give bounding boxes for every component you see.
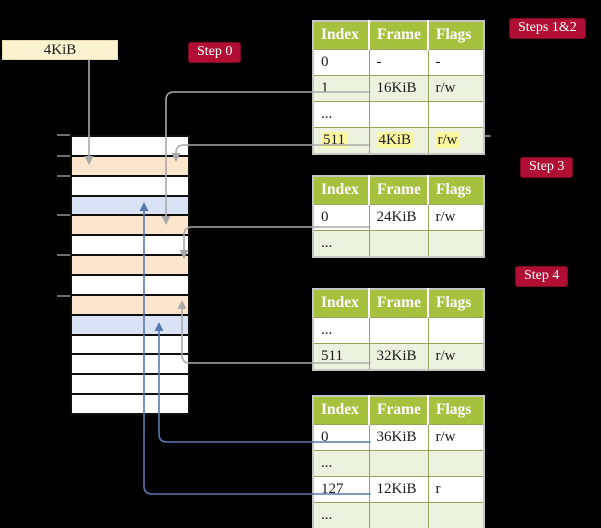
table-row: ... <box>312 317 485 344</box>
table-cell: r/w <box>427 343 485 371</box>
table-cell: r <box>427 476 485 503</box>
memory-frame-row-7 <box>72 276 188 296</box>
table-row: 0-- <box>312 49 485 76</box>
column-header-flags: Flags <box>428 289 484 318</box>
table-cell: 24KiB <box>368 204 429 231</box>
memory-frame-row-4kib <box>72 156 188 177</box>
table-cell: r/w <box>427 75 485 102</box>
column-header-index: Index <box>313 176 370 205</box>
step0-badge: Step 0 <box>188 42 242 63</box>
column-header-index: Index <box>313 396 370 425</box>
table-cell <box>368 502 429 528</box>
table-cell <box>427 101 485 128</box>
column-header-frame: Frame <box>369 289 429 318</box>
memory-frame-row-13 <box>72 395 188 414</box>
table-cell: 36KiB <box>368 424 429 451</box>
table-cell <box>427 230 485 258</box>
memory-frame-row-0 <box>72 137 188 157</box>
table-cell: r/w <box>427 204 485 231</box>
memory-frame-row-16kib <box>72 216 188 237</box>
physical-memory-stack <box>70 135 190 415</box>
memory-frame-row-12kib <box>72 196 188 217</box>
table-cell: ... <box>312 230 370 258</box>
memory-ticks <box>57 134 70 297</box>
table-row: ... <box>312 450 485 477</box>
table-cell: 4KiB <box>368 127 429 155</box>
table-cell: - <box>368 49 429 76</box>
table-cell <box>427 450 485 477</box>
table-cell <box>368 230 429 258</box>
memory-frame-row-32kib <box>72 295 188 316</box>
highlighted-value: r/w <box>435 131 460 148</box>
steps12-badge: Steps 1&2 <box>509 18 586 39</box>
table-cell: 0 <box>312 49 370 76</box>
step4-badge: Step 4 <box>515 266 569 287</box>
column-header-frame: Frame <box>369 396 429 425</box>
table-cell: 32KiB <box>368 343 429 371</box>
table-cell: 511 <box>312 343 370 371</box>
memory-frame-row-24kib <box>72 256 188 277</box>
column-header-frame: Frame <box>369 176 429 205</box>
table-cell <box>368 450 429 477</box>
table-cell: ... <box>312 101 370 128</box>
frame-size-label: 4KiB <box>43 41 77 58</box>
table-cell <box>427 317 485 344</box>
table-cell: 0 <box>312 424 370 451</box>
table-cell: ... <box>312 502 370 528</box>
table-cell: - <box>427 49 485 76</box>
table-cell: ... <box>312 317 370 344</box>
table-row: 511 4KiB r/w <box>312 127 485 155</box>
frame-size-box: 4KiB <box>2 40 118 60</box>
table-cell <box>427 502 485 528</box>
memory-frame-row-10 <box>72 335 188 356</box>
column-header-flags: Flags <box>428 21 484 50</box>
table-cell: 1 <box>312 75 370 102</box>
step3-badge: Step 3 <box>520 157 574 178</box>
memory-frame-row-36kib <box>72 315 188 336</box>
memory-frame-row-5 <box>72 236 188 257</box>
column-header-flags: Flags <box>428 396 484 425</box>
table-cell <box>368 101 429 128</box>
table-cell: r/w <box>427 127 485 155</box>
table-cell: 12KiB <box>368 476 429 503</box>
column-header-index: Index <box>313 21 370 50</box>
table-row: ... <box>312 502 485 528</box>
table-cell: 0 <box>312 204 370 231</box>
table-cell: 511 <box>312 127 370 155</box>
memory-frame-row-12 <box>72 375 188 396</box>
memory-frame-row-2 <box>72 176 188 197</box>
column-header-frame: Frame <box>369 21 429 50</box>
table-cell: 127 <box>312 476 370 503</box>
table-row: ... <box>312 230 485 258</box>
table-cell: 16KiB <box>368 75 429 102</box>
memory-frame-row-11 <box>72 355 188 376</box>
highlighted-value: 511 <box>321 131 347 148</box>
table-cell: ... <box>312 450 370 477</box>
table-cell: r/w <box>427 424 485 451</box>
highlighted-value: 4KiB <box>376 131 414 148</box>
table-cell <box>368 317 429 344</box>
column-header-flags: Flags <box>428 176 484 205</box>
table-row: ... <box>312 101 485 128</box>
column-header-index: Index <box>313 289 370 318</box>
